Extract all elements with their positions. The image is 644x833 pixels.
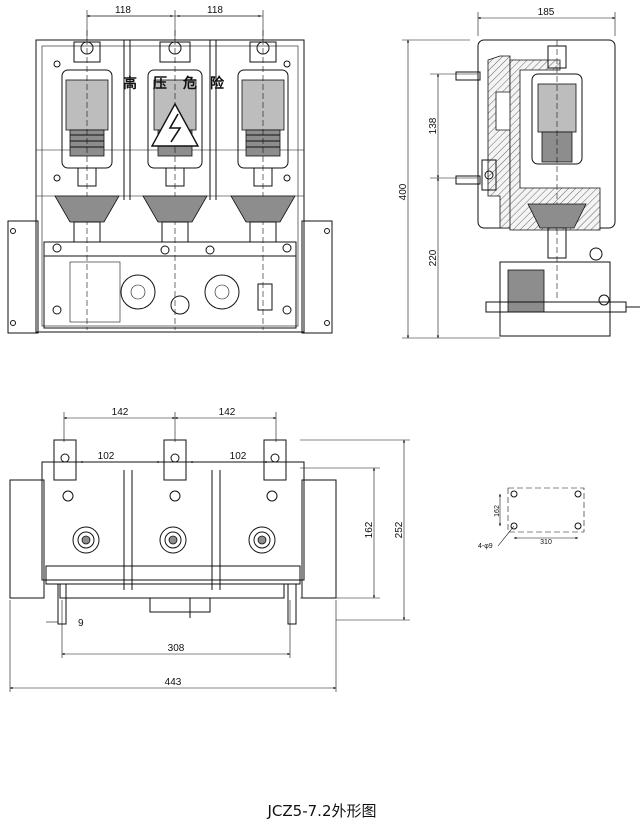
top-dim-443: 443 [9,600,337,692]
front-view: 118 118 [7,5,333,334]
warning-char-1: 高 [123,75,137,92]
side-dim-total: 400 [398,183,409,200]
top-dim-9: 9 [46,618,84,629]
front-mounting-flange-left [7,220,39,334]
top-dim-9-label: 9 [78,618,84,629]
side-dim-depth: 185 [538,7,555,18]
front-dim-118-right: 118 [207,5,223,16]
top-dim-308: 308 [61,600,291,658]
front-mounting-flange-right [301,220,333,334]
top-dim-162-label: 162 [364,521,375,538]
top-dim-102-right: 102 [230,451,247,462]
warning-char-3: 危 [182,75,197,92]
top-dim-252-label: 252 [394,521,405,538]
top-terminals [53,439,287,481]
vacuum-interrupter-left [61,30,113,330]
top-dim-142: 142 142 [63,407,277,442]
actuator-coil-right [204,274,240,310]
side-dim-185: 185 [477,7,616,36]
side-dim-138-220: 138 220 [428,73,478,339]
figure-caption: JCZ5-7.2外形图 [267,802,377,820]
side-vacuum-interrupter [531,40,583,300]
mount-dim-310: 310 [540,539,552,546]
top-dim-142-right: 142 [219,407,236,418]
side-dim-400: 400 [398,39,500,339]
top-dim-443-label: 443 [165,677,182,688]
mount-dim-162: 162 [494,505,501,517]
warning-char-4: 险 [210,75,225,92]
top-dim-308-label: 308 [168,643,185,654]
actuator-coil-left [120,274,156,310]
front-top-dimension: 118 118 [86,5,264,40]
top-bushing-right [248,526,276,554]
side-dim-upper: 138 [428,117,439,134]
top-bushing-center [159,526,187,554]
side-dim-lower: 220 [428,249,439,266]
insulator-cones [54,195,296,243]
vacuum-interrupter-center [147,30,203,330]
top-dim-252: 252 [300,439,410,621]
top-dim-102: 102 102 [79,451,269,464]
top-dim-142-left: 142 [112,407,129,418]
top-dim-162: 162 [300,467,380,599]
side-insulator-cone [527,203,587,229]
side-view: 185 400 138 220 [398,7,640,339]
top-body [41,461,305,581]
warning-char-2: 压 [153,76,167,92]
front-frame [35,39,305,333]
mount-holes-label: 4-φ9 [478,543,493,550]
vacuum-interrupter-right [237,30,289,330]
mounting-hole-detail: 162 310 4-φ9 [478,487,585,550]
front-dim-118-left: 118 [115,5,131,16]
lightning-warning-icon [150,102,200,147]
top-dim-102-left: 102 [98,451,115,462]
side-mechanism [499,261,611,337]
top-view: 142 142 102 102 [9,407,410,692]
top-bushing-left [72,526,100,554]
front-mechanism-base [43,241,297,257]
